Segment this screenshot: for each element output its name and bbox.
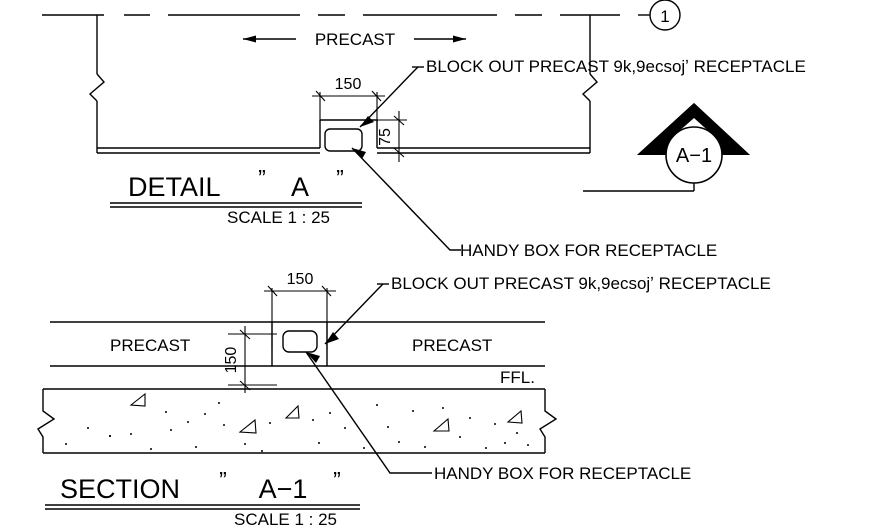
section-slab-outline	[37, 388, 558, 454]
section-precast-label-left: PRECAST	[110, 336, 190, 355]
section-concrete-hatch-dots	[65, 402, 529, 452]
section-precast-band	[50, 321, 545, 367]
section-title-quote-close: ”	[333, 467, 341, 493]
detail-a-dim-75: 75	[377, 111, 407, 162]
section-marker-label: A−1	[676, 145, 712, 167]
section-handy-box	[282, 330, 318, 353]
detail-a-handy-box	[324, 128, 363, 152]
section-dim-150-height: 150	[223, 326, 277, 393]
detail-a-slab-lines	[97, 147, 590, 154]
section-concrete-hatch-triangles	[129, 392, 523, 434]
section-scale-label: SCALE 1 : 25	[234, 510, 337, 529]
section-marker-a1: A−1	[583, 103, 750, 192]
detail-a-blockout-callout: BLOCK OUT PRECAST 9k,9ecsojʼ RECEPTACLE	[426, 57, 806, 76]
section-dim-150-width-label: 150	[287, 271, 314, 288]
detail-a-scale-label: SCALE 1 : 25	[227, 208, 330, 227]
section-blockout-callout: BLOCK OUT PRECAST 9k,9ecsojʼ RECEPTACLE	[391, 274, 771, 293]
section-blockout-edges	[271, 322, 328, 366]
detail-a-title-quote-close: ”	[336, 165, 344, 191]
detail-a-dim-150-label: 150	[335, 76, 362, 93]
section-blockout-leader	[324, 283, 389, 345]
detail-a-dim-75-label: 75	[377, 128, 394, 146]
section-a1-group: 150 PRECAST PRECAST 150 FFL.	[37, 271, 771, 529]
detail-a-right-wall-edge	[581, 15, 598, 153]
detail-a-precast-label: PRECAST	[315, 30, 395, 49]
grid-bubble-1: 1	[649, 0, 681, 31]
detail-a-handybox-leader	[351, 147, 461, 251]
section-title-ref: A−1	[259, 474, 308, 504]
detail-a-left-wall-edge	[88, 15, 105, 153]
detail-a-title-quote-open: ”	[258, 165, 266, 191]
section-dim-150-height-label: 150	[223, 347, 240, 374]
detail-a-blockout-leader	[359, 66, 424, 128]
section-handybox-leader	[305, 351, 432, 474]
section-ffl-label: FFL.	[500, 368, 535, 387]
section-title-quote-open: ”	[219, 467, 227, 493]
detail-a-precast-dim: PRECAST	[243, 30, 466, 49]
detail-a-group: 1 PRECAST	[42, 0, 806, 260]
detail-a-handybox-callout: HANDY BOX FOR RECEPTACLE	[460, 241, 717, 260]
section-precast-label-right: PRECAST	[412, 336, 492, 355]
grid-bubble-label: 1	[660, 7, 669, 26]
section-title-main: SECTION	[60, 474, 180, 504]
detail-a-title-ref: A	[291, 172, 309, 202]
section-handybox-callout: HANDY BOX FOR RECEPTACLE	[434, 464, 691, 483]
detail-a-title-main: DETAIL	[128, 172, 221, 202]
detail-a-dim-150: 150	[312, 76, 385, 122]
